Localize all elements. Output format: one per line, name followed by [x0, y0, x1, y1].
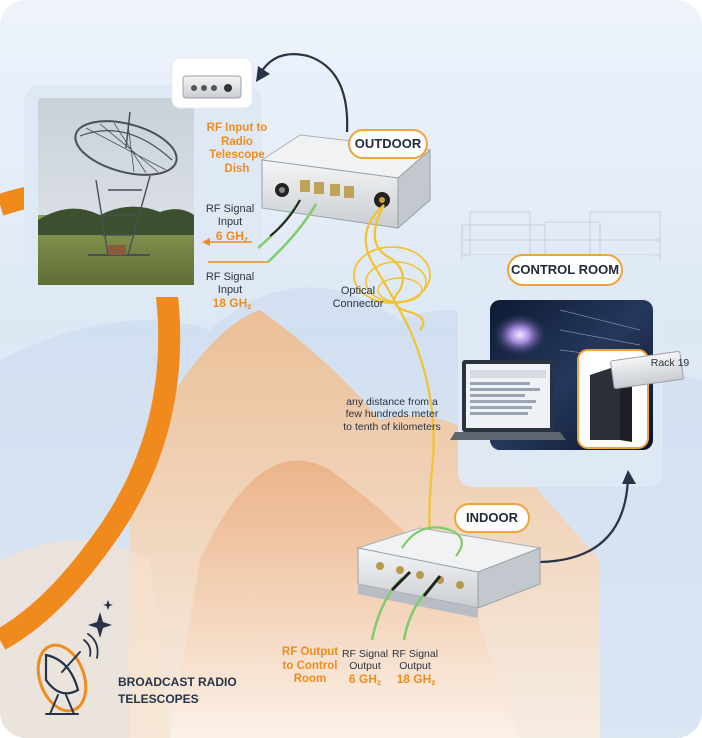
optical-connector-label: Optical Connector	[332, 285, 384, 310]
freq-18-output: 18 GHz	[396, 672, 436, 688]
rf-signal-input-18-label: RF Signal Input	[205, 271, 255, 296]
rf-signal-input-6-label: RF Signal Input	[205, 203, 255, 228]
indoor-module	[356, 527, 542, 618]
rf-signal-output-18-label: RF Signal Output	[391, 648, 439, 673]
sparkle-icon	[88, 600, 113, 638]
brand-line-2: TELESCOPES	[118, 692, 199, 707]
rack-cabinet	[590, 365, 620, 440]
brand-line-1: BROADCAST RADIO	[118, 675, 237, 689]
rack-module	[610, 351, 684, 389]
rack-label: Rack 19	[650, 357, 690, 369]
outdoor-badge: OUTDOOR	[348, 129, 428, 159]
brand-title: BROADCAST RADIO TELESCOPES	[118, 674, 237, 709]
freq-6-output: 6 GHz	[348, 672, 382, 688]
radio-telescope-dish-illustration	[74, 111, 178, 256]
arrow-indoor-to-control	[539, 477, 630, 564]
rf-signal-output-6-label: RF Signal Output	[341, 648, 389, 673]
freq-6-input: 6 GHz	[215, 229, 249, 245]
rf-output-control-label: RF Output to Control Room	[281, 646, 339, 686]
arrow-outdoor-to-dish	[259, 53, 349, 133]
rf-input-dish-label: RF Input to Radio Telescope Dish	[206, 122, 268, 175]
control-room-badge: CONTROL ROOM	[507, 254, 623, 286]
freq-18-input: 18 GHz	[212, 296, 252, 312]
indoor-badge: INDOOR	[454, 503, 530, 533]
distance-note: any distance from a few hundreds meter t…	[343, 396, 441, 433]
radio-telescope-icon	[36, 633, 99, 715]
